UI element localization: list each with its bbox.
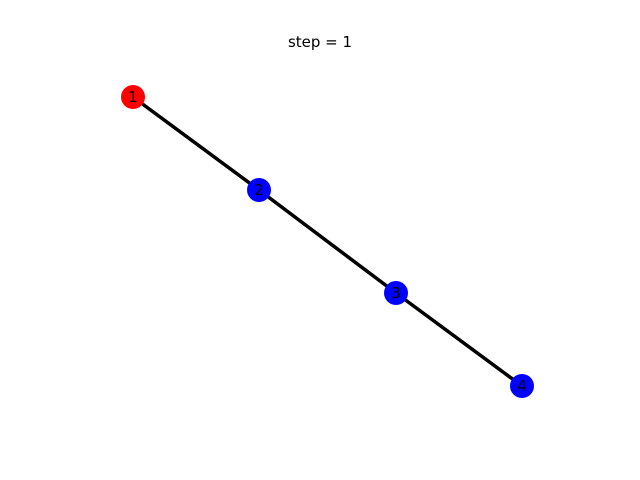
graph-edge-3-4 bbox=[394, 291, 524, 388]
graph-node-label-1: 1 bbox=[128, 88, 138, 106]
graph-edge-2-3 bbox=[257, 188, 398, 295]
graph-node-circle-3 bbox=[384, 281, 408, 305]
graph-node-circle-2 bbox=[247, 178, 271, 202]
graph-node-2: 2 bbox=[247, 178, 271, 202]
nodes-layer: 1 2 3 4 bbox=[121, 85, 534, 398]
figure-title: step = 1 bbox=[287, 33, 353, 51]
graph-node-circle-1 bbox=[121, 85, 145, 109]
graph-edge-1-2 bbox=[131, 95, 261, 192]
graph-node-circle-4 bbox=[510, 374, 534, 398]
graph-node-label-2: 2 bbox=[254, 181, 264, 199]
graph-node-label-3: 3 bbox=[391, 284, 401, 302]
edges-layer bbox=[131, 95, 524, 388]
graph-node-4: 4 bbox=[510, 374, 534, 398]
graph-node-3: 3 bbox=[384, 281, 408, 305]
graph-node-label-4: 4 bbox=[517, 377, 527, 395]
graph-node-1: 1 bbox=[121, 85, 145, 109]
